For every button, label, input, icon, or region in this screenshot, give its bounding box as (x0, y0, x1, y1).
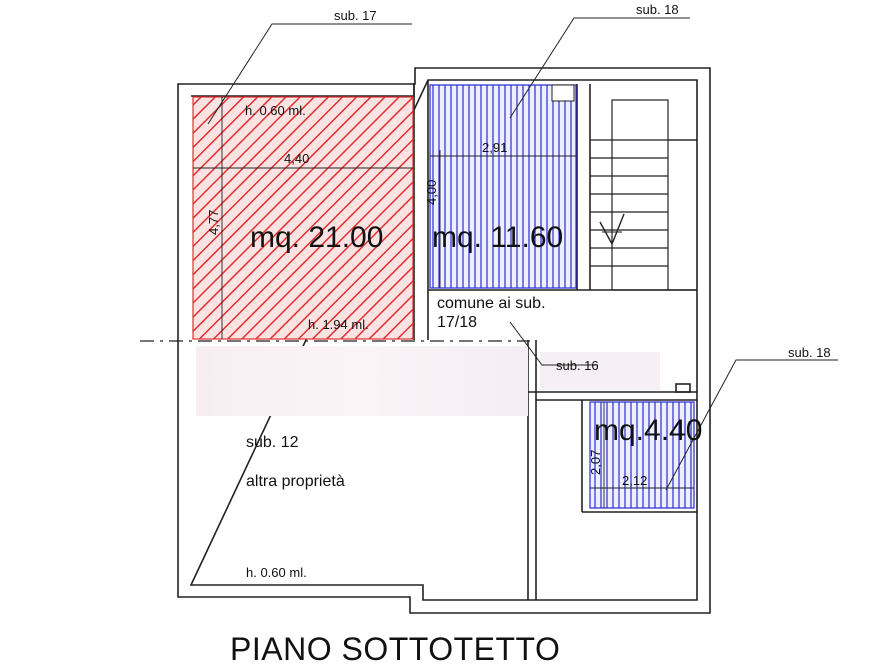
area-blue: mq. 11.60 (432, 221, 563, 254)
area-small: mq.4.40 (594, 414, 702, 447)
dim-small-height: 2,07 (588, 450, 603, 475)
dim-blue-height: 4,00 (424, 180, 439, 205)
label-comune-2: 17/18 (437, 314, 477, 331)
leader-lines (207, 17, 838, 491)
sub18-area-small (589, 401, 695, 509)
dim-red-width: 4,40 (284, 151, 309, 166)
sub17-area (192, 96, 414, 340)
label-sub12: sub. 12 (246, 434, 299, 451)
sub18-area-top (429, 84, 577, 289)
label-comune-1: comune ai sub. (437, 295, 546, 312)
label-h-mid: h. 1.94 ml. (308, 317, 369, 332)
label-sub16: sub. 16 (556, 358, 599, 373)
dim-blue-width: 2,91 (482, 140, 507, 155)
plan-title: PIANO SOTTOTETTO (230, 631, 560, 667)
label-altra: altra proprietà (246, 473, 345, 490)
label-h-top: h. 0.60 ml. (245, 103, 306, 118)
redacted-strip (196, 346, 528, 416)
area-red: mq. 21.00 (250, 221, 383, 254)
label-sub18-right: sub. 18 (788, 345, 831, 360)
redacted-patch (540, 352, 660, 390)
label-h-bottom: h. 0.60 ml. (246, 565, 307, 580)
label-sub18-top: sub. 18 (636, 2, 679, 17)
label-sub17: sub. 17 (334, 8, 377, 23)
dim-small-width: 2,12 (622, 473, 647, 488)
staircase (590, 99, 697, 291)
dim-red-height: 4,77 (206, 210, 221, 235)
